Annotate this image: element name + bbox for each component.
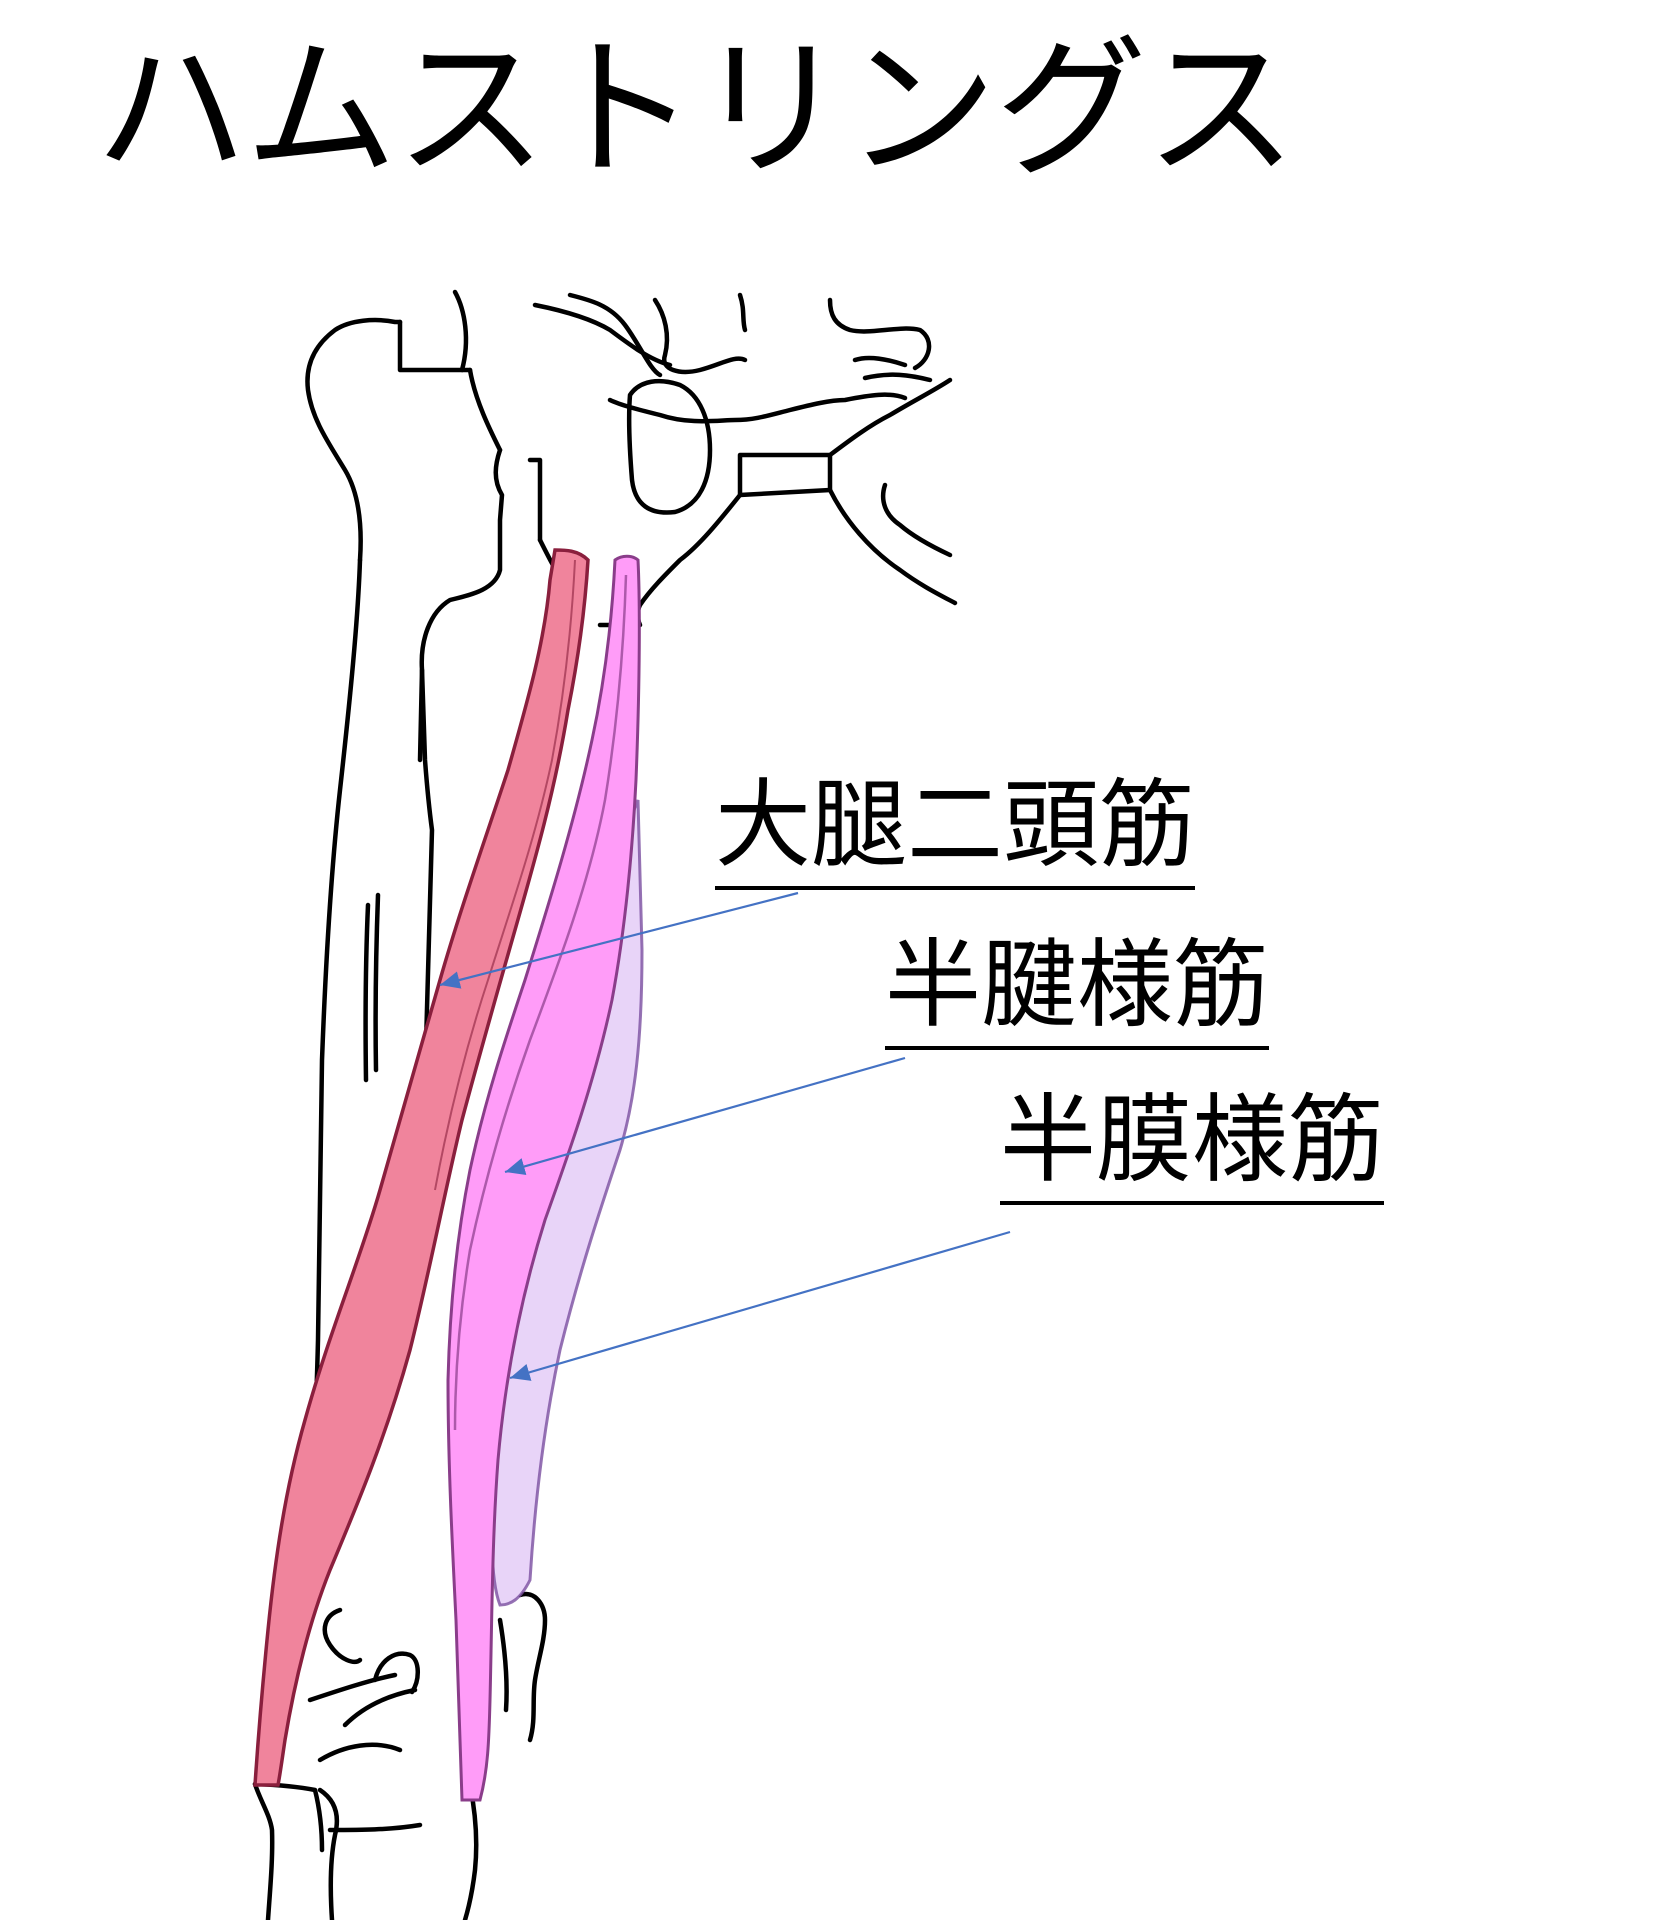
semitendinosus-label: 半腱様筋 <box>885 930 1269 1050</box>
biceps-femoris-label: 大腿二頭筋 <box>715 770 1195 890</box>
semimembranosus-label: 半膜様筋 <box>1000 1085 1384 1205</box>
